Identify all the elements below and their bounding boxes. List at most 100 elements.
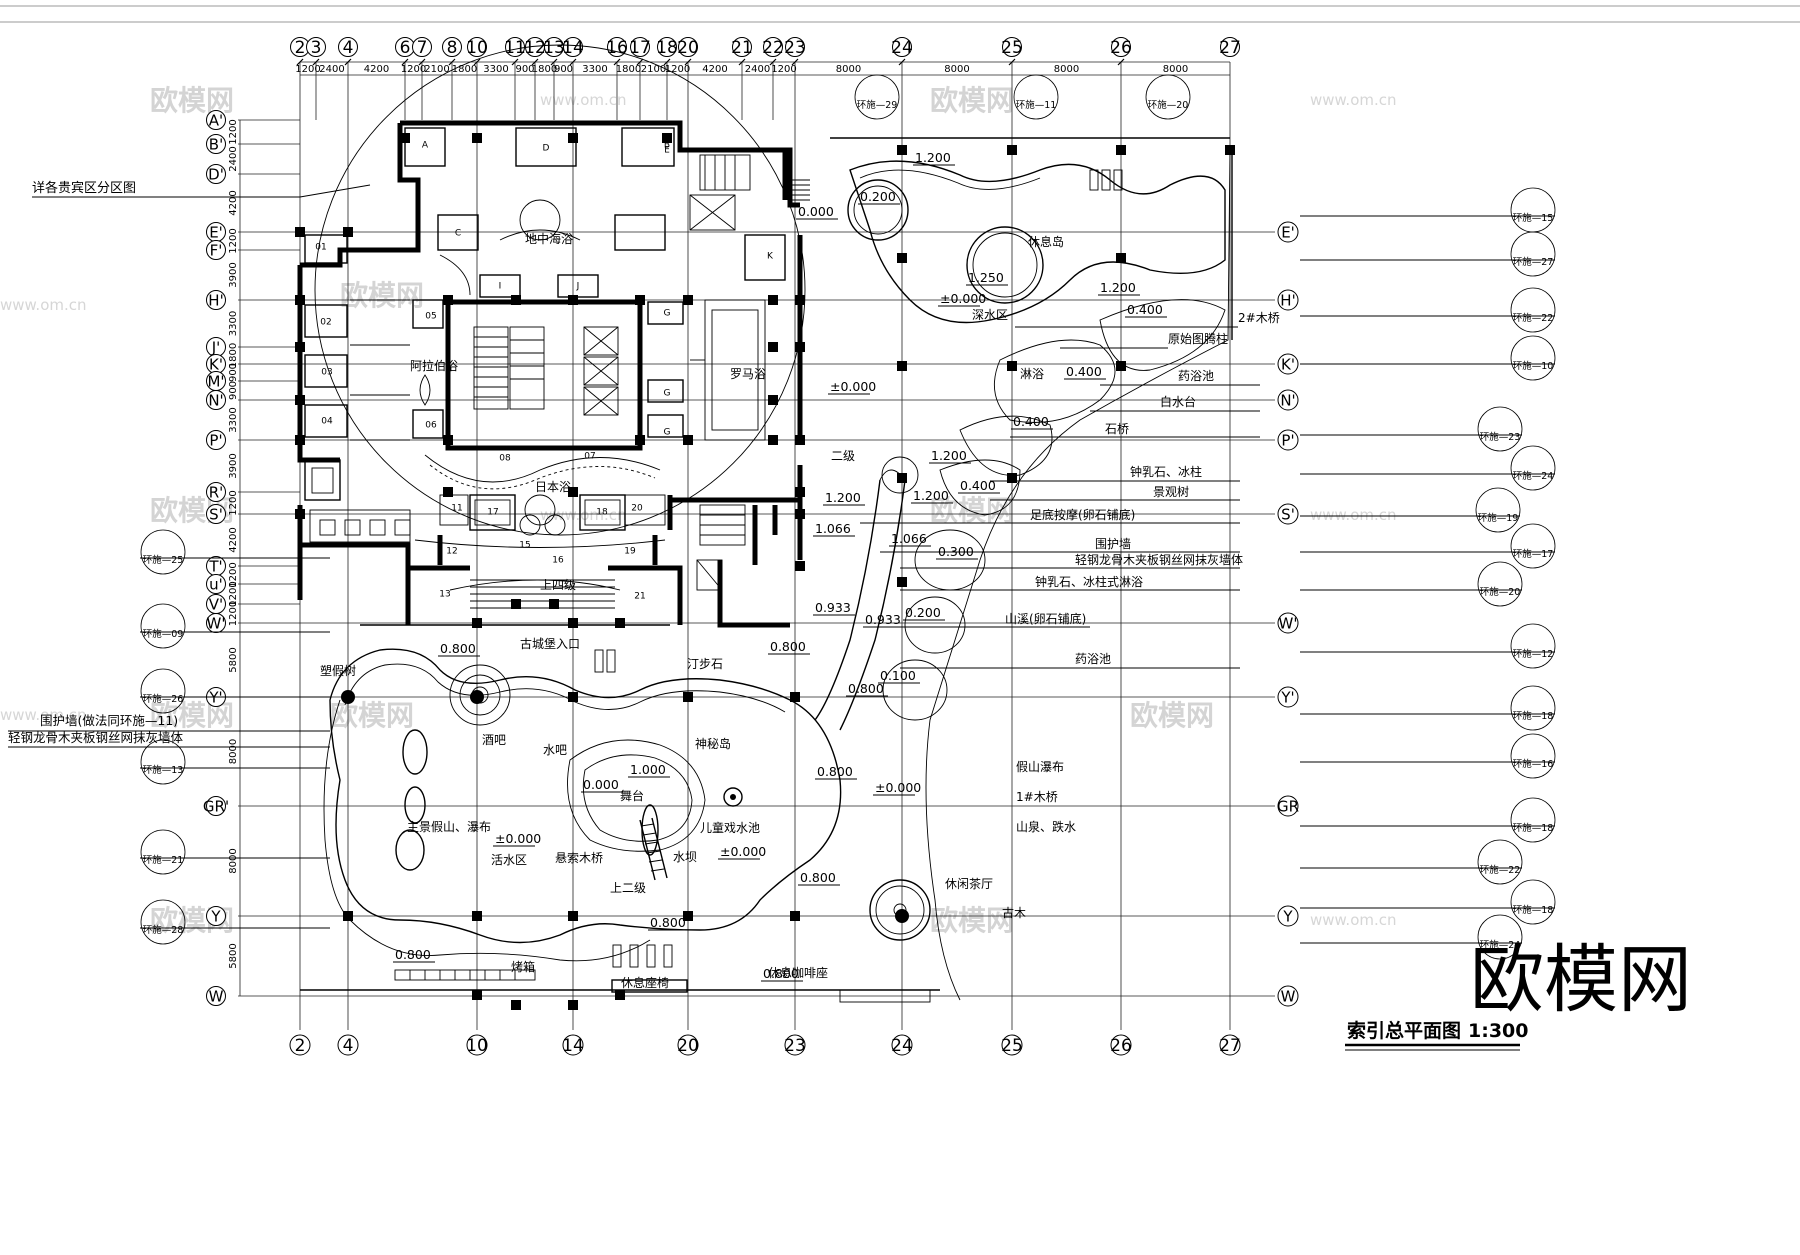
axis-label-right: K' bbox=[1281, 356, 1295, 374]
elevation-mark: ±0.000 bbox=[875, 780, 921, 795]
dim-tick bbox=[511, 58, 519, 66]
room-number: 11 bbox=[451, 504, 462, 514]
column bbox=[790, 692, 800, 702]
dimension-top: 4200 bbox=[364, 64, 389, 75]
watermark-text: 欧模网 bbox=[930, 904, 1014, 937]
axis-bubble-left bbox=[206, 906, 226, 926]
column bbox=[549, 599, 559, 609]
dimension-top: 1800 bbox=[616, 64, 641, 75]
index-circle bbox=[1510, 187, 1556, 233]
axis-label-top: 6 bbox=[400, 38, 411, 58]
column bbox=[511, 599, 521, 609]
axis-label-left: W' bbox=[207, 615, 226, 633]
axis-label-bottom: 10 bbox=[466, 1036, 488, 1056]
dimension-top: 3300 bbox=[483, 64, 508, 75]
elevation-mark: 0.400 bbox=[1127, 302, 1163, 317]
axis-bubble-left bbox=[206, 613, 226, 633]
room-number: 12 bbox=[446, 547, 457, 557]
southern-rooms bbox=[297, 459, 800, 628]
axis-bubble-right bbox=[1277, 795, 1299, 817]
elevation-mark: 0.933 bbox=[865, 612, 901, 627]
dim-tick bbox=[613, 58, 621, 66]
elevation-mark: ±0.000 bbox=[940, 291, 986, 306]
elevation-mark: 1.200 bbox=[931, 448, 967, 463]
axis-bubble-right bbox=[1277, 289, 1299, 311]
axis-label-bottom: 24 bbox=[891, 1036, 913, 1056]
column bbox=[795, 561, 805, 571]
axis-label-top: 11 bbox=[504, 38, 526, 58]
axis-bubble-bottom bbox=[1001, 1034, 1023, 1056]
axis-label-top: 14 bbox=[562, 38, 584, 58]
room-number: 19 bbox=[624, 547, 636, 557]
index-mark: 环施—13 bbox=[143, 764, 184, 776]
axis-label-top: 18 bbox=[656, 38, 678, 58]
south-east-deck bbox=[839, 989, 931, 1003]
ancient-tree bbox=[869, 879, 931, 941]
children-pool bbox=[329, 648, 842, 944]
dim-tick bbox=[344, 58, 352, 66]
axis-bubble-bottom bbox=[677, 1034, 699, 1056]
dimension-left: 3300 bbox=[228, 311, 239, 336]
area-label: 1#木桥 bbox=[1016, 790, 1058, 804]
watermark-url: www.om.cn bbox=[540, 91, 627, 109]
column bbox=[635, 435, 645, 445]
watermark-url: www.om.cn bbox=[0, 706, 87, 724]
index-mark: 环施—26 bbox=[143, 693, 184, 705]
column bbox=[795, 435, 805, 445]
axis-label-left: N' bbox=[208, 392, 223, 410]
area-label: 罗马浴 bbox=[730, 367, 766, 381]
dim-tick bbox=[473, 58, 481, 66]
index-mark: 环施—20 bbox=[1480, 586, 1521, 598]
axis-bubble-top bbox=[892, 37, 912, 57]
axis-bubble-left bbox=[206, 504, 226, 524]
room-number: 18 bbox=[596, 508, 608, 518]
room-number: 05 bbox=[425, 312, 436, 322]
dimension-top: 8000 bbox=[944, 64, 969, 75]
axis-bubble-bottom bbox=[1219, 1034, 1241, 1056]
room-number: B bbox=[664, 141, 670, 151]
mediterranean-rooms bbox=[404, 127, 786, 298]
axis-label-bottom: 25 bbox=[1001, 1036, 1023, 1056]
index-mark: 环施—16 bbox=[1513, 758, 1554, 770]
dim-tick bbox=[418, 58, 426, 66]
index-mark: 环施—18 bbox=[1513, 710, 1554, 722]
column-round bbox=[470, 690, 484, 704]
index-circle bbox=[1510, 797, 1556, 843]
axis-bubble-left bbox=[206, 390, 226, 410]
west-curve bbox=[323, 699, 651, 962]
index-circle bbox=[1477, 914, 1523, 960]
column bbox=[768, 295, 778, 305]
axis-label-top: 16 bbox=[606, 38, 628, 58]
axis-bubble-right bbox=[1277, 221, 1299, 243]
column bbox=[768, 342, 778, 352]
room-number: E bbox=[664, 146, 670, 156]
column bbox=[568, 133, 578, 143]
room-number: D bbox=[543, 144, 550, 154]
index-circle bbox=[1510, 335, 1556, 381]
central-core-wall bbox=[445, 299, 643, 451]
axis-label-top: 27 bbox=[1219, 38, 1241, 58]
axis-label-top: 26 bbox=[1110, 38, 1132, 58]
column bbox=[1116, 253, 1126, 263]
callout-label: 2#木桥 bbox=[1238, 311, 1280, 325]
room-number: 03 bbox=[321, 368, 332, 378]
watermark-text: 欧模网 bbox=[330, 699, 414, 732]
ball-icon bbox=[723, 787, 743, 807]
elevation-mark: 0.400 bbox=[960, 478, 996, 493]
column bbox=[472, 618, 482, 628]
column bbox=[615, 618, 625, 628]
index-mark: 环施—15 bbox=[1513, 212, 1554, 224]
column bbox=[443, 487, 453, 497]
axis-label-bottom: 23 bbox=[784, 1036, 806, 1056]
column bbox=[1007, 473, 1017, 483]
axis-bubble-bottom bbox=[891, 1034, 913, 1056]
axis-label-bottom: 4 bbox=[343, 1036, 354, 1056]
core-stairs bbox=[473, 326, 619, 416]
column bbox=[295, 295, 305, 305]
watermark-url: www.om.cn bbox=[540, 506, 627, 524]
dim-tick bbox=[296, 58, 304, 66]
axis-bubble-top bbox=[678, 37, 698, 57]
column bbox=[790, 911, 800, 921]
dim-tick bbox=[401, 58, 409, 66]
